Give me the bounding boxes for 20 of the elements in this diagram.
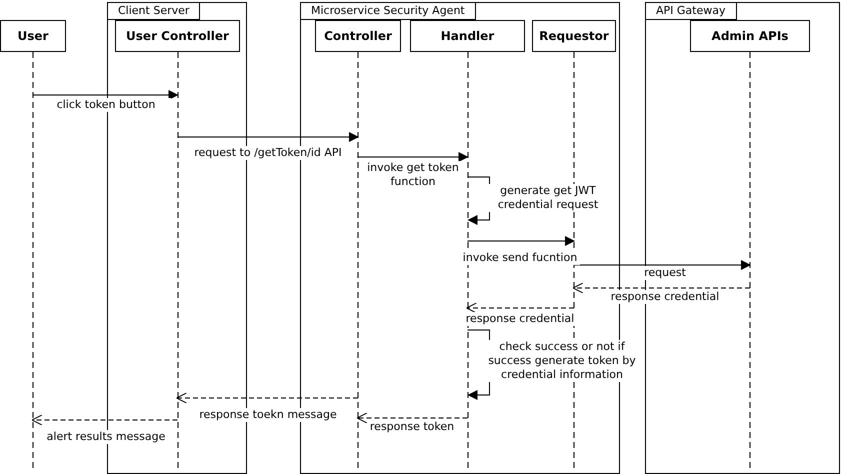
message-arrow bbox=[358, 152, 468, 162]
return-message-arrow bbox=[176, 392, 358, 404]
group-title: Client Server bbox=[107, 2, 200, 20]
participant-box: User Controller bbox=[115, 20, 240, 52]
message-label: check success or not if success generate token by credential information bbox=[487, 340, 637, 382]
participant-box: Controller bbox=[315, 20, 401, 52]
message-arrow bbox=[467, 236, 575, 246]
message-arrow bbox=[177, 132, 359, 142]
group-title: Microservice Security Agent bbox=[300, 2, 476, 20]
message-arrow bbox=[32, 90, 178, 100]
return-message-arrow bbox=[466, 302, 574, 314]
participant-box: Requestor bbox=[532, 20, 616, 52]
participant-box: Handler bbox=[410, 20, 525, 52]
return-message-arrow bbox=[356, 412, 468, 424]
message-label: response credential bbox=[465, 312, 575, 326]
return-message-arrow bbox=[32, 414, 178, 426]
participant-box: User bbox=[0, 20, 66, 52]
group-title: API Gateway bbox=[645, 2, 736, 20]
return-message-arrow bbox=[572, 282, 750, 294]
participant-box: Admin APIs bbox=[690, 20, 810, 52]
